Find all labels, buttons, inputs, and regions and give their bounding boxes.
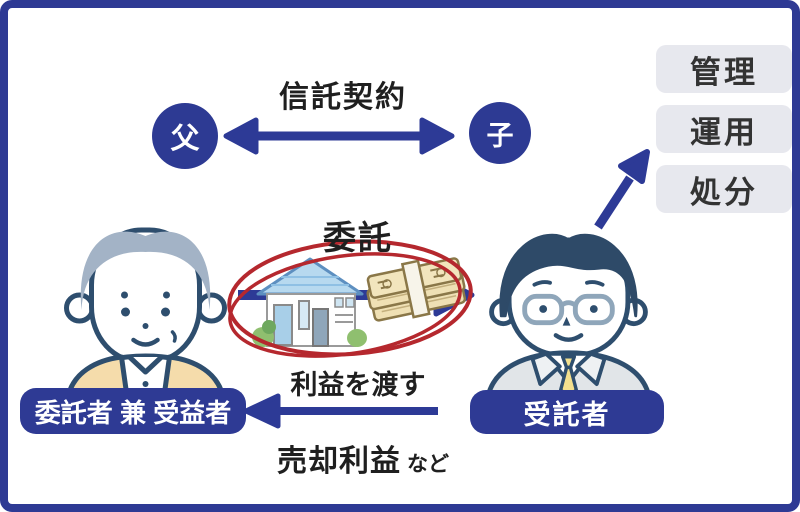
double-headed-arrow-icon (223, 117, 455, 155)
father-circle: 父 (152, 103, 218, 169)
father-label: 父 (170, 123, 200, 155)
settlor-beneficiary-text: 委託者 兼 受益者 (34, 397, 232, 428)
child-label: 子 (486, 120, 514, 151)
house-icon (251, 251, 369, 351)
trust-contract-title: 信託契約 (279, 81, 407, 114)
duty-box-management: 管理 (656, 45, 792, 93)
elderly-man-icon (43, 200, 248, 400)
duty-box-disposal: 処分 (656, 165, 792, 213)
trustee-label: 受託者 (470, 390, 664, 434)
entrust-label: 委託 (323, 219, 393, 256)
duty-label-operation: 運用 (690, 114, 758, 150)
profit-label: 利益を渡す (290, 370, 426, 400)
diagonal-up-arrow-icon (594, 149, 650, 230)
child-circle: 子 (469, 102, 531, 164)
settlor-beneficiary-label: 委託者 兼 受益者 (20, 388, 246, 434)
trustee-man-icon (476, 222, 661, 398)
duty-label-disposal: 処分 (690, 174, 758, 210)
duty-box-operation: 運用 (656, 105, 792, 153)
etc-label: など (407, 453, 449, 476)
trustee-text: 受託者 (523, 399, 611, 430)
duty-label-management: 管理 (690, 54, 758, 90)
sale-profit-label: 売却利益 (277, 445, 401, 478)
sale-profit-line: 売却利益など (248, 436, 478, 480)
